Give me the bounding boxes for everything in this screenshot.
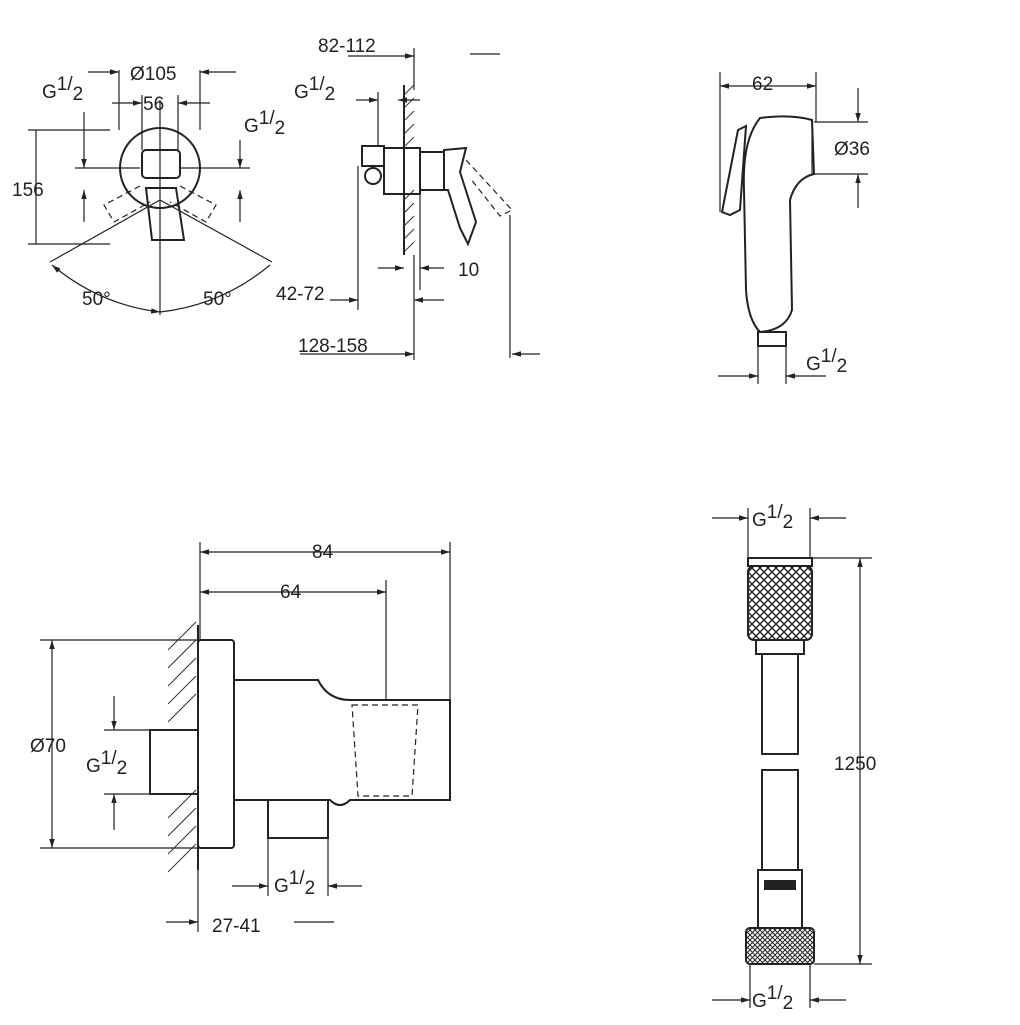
dimension-rosette-diameter: Ø105	[88, 64, 236, 130]
outlet-length-inner-label: 64	[280, 582, 302, 603]
mixer-height-label: 156	[12, 180, 44, 201]
dimension-offset: 10	[378, 190, 479, 290]
thread-label: G1/2	[752, 502, 793, 533]
dimension-hose-length: 1250	[812, 557, 876, 965]
mixer-width-label: 56	[143, 94, 164, 115]
offset-label: 10	[458, 260, 479, 281]
dimension-outlet-diameter: Ø70	[30, 639, 200, 849]
dimension-hose-top-thread: G1/2	[712, 502, 846, 558]
dimension-outlet-adjust-range: 27-41	[166, 870, 334, 937]
wall-outlet-view: 84 64 Ø70 G1/2 G1/2	[30, 542, 451, 937]
outlet-diameter-label: Ø70	[30, 736, 66, 757]
dimension-outlet-inlet-thread: G1/2	[86, 696, 150, 830]
spray-diameter-label: Ø36	[834, 139, 870, 160]
wall-outlet-hatching	[167, 621, 199, 873]
dimension-spray-diameter: Ø36	[814, 88, 870, 208]
rosette-diameter-label: Ø105	[130, 64, 176, 85]
dimension-thread-right: G1/2	[180, 108, 285, 222]
dimension-overall-range: 128-158	[298, 336, 414, 357]
dimension-wall-range: 42-72	[276, 166, 444, 360]
thread-label: G1/2	[806, 346, 847, 377]
angle-right-label: 50°	[203, 289, 232, 310]
mixer-side-geometry	[361, 145, 513, 247]
dimension-thread-left: G1/2	[42, 74, 140, 222]
hand-spray-view: 62 Ø36 G1/2	[718, 72, 870, 384]
wall-outlet-geometry	[149, 639, 451, 849]
hose-length-label: 1250	[834, 754, 876, 775]
mixer-front-view: Ø105 56 G1/2 G1/2 156	[12, 64, 285, 315]
thread-label: G1/2	[42, 74, 83, 105]
dimension-hose-bottom-thread: G1/2	[712, 964, 846, 1014]
thread-label: G1/2	[752, 983, 793, 1014]
dimension-lever-angle: 50° 50°	[49, 199, 273, 314]
thread-label: G1/2	[294, 74, 335, 105]
mixer-front-geometry	[103, 100, 217, 315]
hose-view: G1/2 1250 G1/2	[712, 502, 876, 1014]
spray-width-label: 62	[752, 74, 773, 95]
depth-range-label: 82-112	[318, 36, 376, 57]
mixer-side-view: 82-112 G1/2 10 42-72	[276, 36, 540, 360]
thread-label: G1/2	[244, 108, 285, 139]
dimension-outlet-length-total: 84	[199, 542, 451, 700]
dimension-outlet-length-inner: 64	[200, 580, 387, 700]
wall-hatching	[403, 84, 415, 255]
dimension-spray-thread: G1/2	[718, 346, 847, 384]
dimension-mixer-width: 56	[112, 94, 210, 150]
dimension-spray-width: 62	[719, 72, 817, 212]
hose-geometry	[745, 557, 815, 965]
wall-range-label: 42-72	[276, 284, 325, 305]
hand-spray-geometry	[720, 115, 816, 347]
dimension-mixer-height: 156	[12, 129, 110, 245]
outlet-length-total-label: 84	[312, 542, 334, 563]
thread-label: G1/2	[274, 868, 315, 899]
overall-range-label: 128-158	[298, 336, 368, 357]
outlet-adjust-range-label: 27-41	[212, 916, 261, 937]
dimension-depth-range: 82-112	[318, 36, 415, 90]
dimension-outlet-thread: G1/2	[232, 838, 362, 899]
dimension-side-thread: G1/2	[294, 74, 420, 146]
angle-left-label: 50°	[82, 289, 111, 310]
thread-label: G1/2	[86, 748, 127, 779]
dimension-overall-extent	[470, 53, 540, 358]
